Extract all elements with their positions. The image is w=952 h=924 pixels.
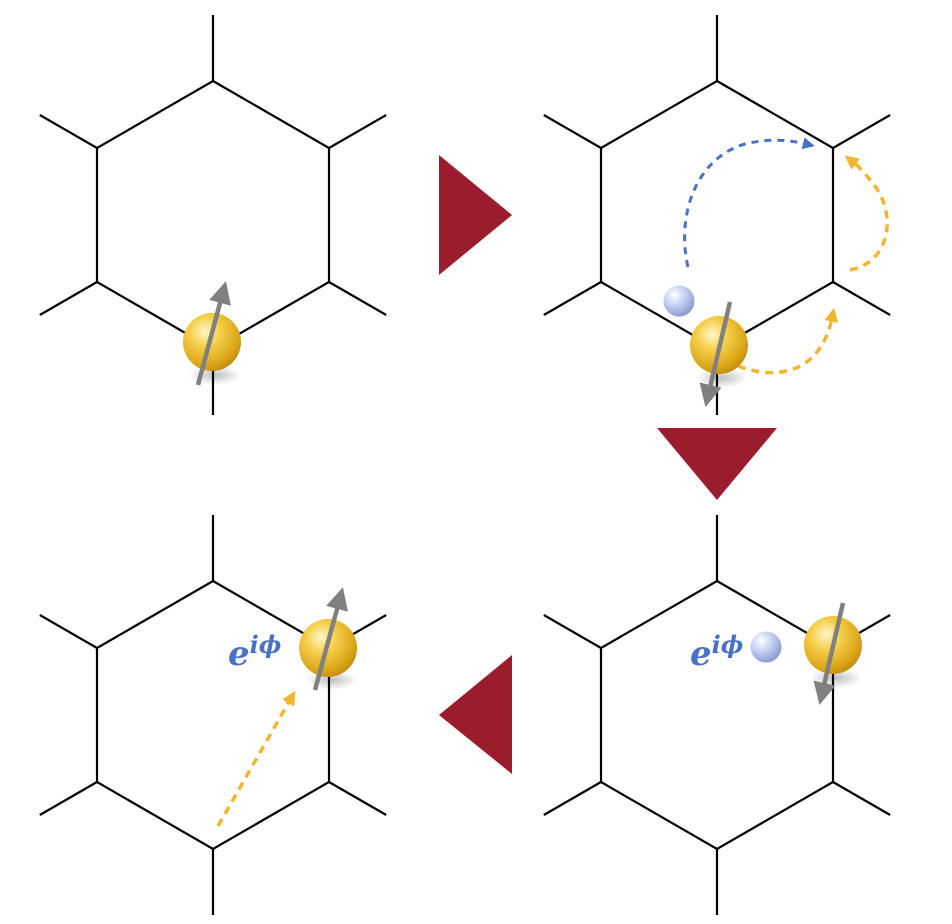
hexagon-cell <box>599 579 835 851</box>
spin-down-arrow <box>813 602 846 705</box>
yellow-path-bottom <box>737 307 839 375</box>
lattice-bond <box>832 781 891 816</box>
lattice-bond <box>39 281 98 316</box>
phase-label-hole: eiϕ <box>690 630 744 674</box>
lattice-bond <box>543 281 602 316</box>
phase-label-electron: eiϕ <box>228 630 282 674</box>
lattice-bond <box>39 781 98 816</box>
blue-hop-path <box>683 137 815 268</box>
lattice-bond <box>328 781 387 816</box>
blue-sphere-icon <box>750 631 782 663</box>
hexagon-cell <box>599 79 835 351</box>
lattice-bond <box>39 614 98 649</box>
panel-hole-left-overlay: eiϕ <box>690 602 862 705</box>
step-arrow-right <box>439 155 512 275</box>
lattice-bond <box>328 281 387 316</box>
lattice-bond <box>832 281 891 316</box>
spin-up-arrow <box>312 587 348 691</box>
lattice-bond <box>328 114 387 149</box>
yellow-path-right <box>844 155 889 272</box>
spin-down-arrow <box>699 301 733 407</box>
lattice-bond <box>543 114 602 149</box>
lattice-bond <box>543 614 602 649</box>
gold-sphere-icon <box>183 313 241 371</box>
blue-sphere-icon <box>663 285 695 317</box>
lattice-bond <box>832 114 891 149</box>
panel-initial-overlay <box>183 281 241 386</box>
panel-hopping-overlay <box>663 137 889 407</box>
step-arrow-left <box>439 655 512 774</box>
hexagon-cell <box>95 579 331 851</box>
lattice-bond <box>543 781 602 816</box>
hexagon-cell <box>95 79 331 351</box>
panel-returned <box>39 515 387 915</box>
panel-returned-overlay: eiϕ <box>216 587 358 827</box>
panel-hole-left <box>543 515 891 915</box>
spin-up-arrow <box>195 281 231 386</box>
step-arrow-down <box>657 428 777 500</box>
lattice-bond <box>39 114 98 149</box>
yellow-diagonal-path <box>216 690 296 827</box>
